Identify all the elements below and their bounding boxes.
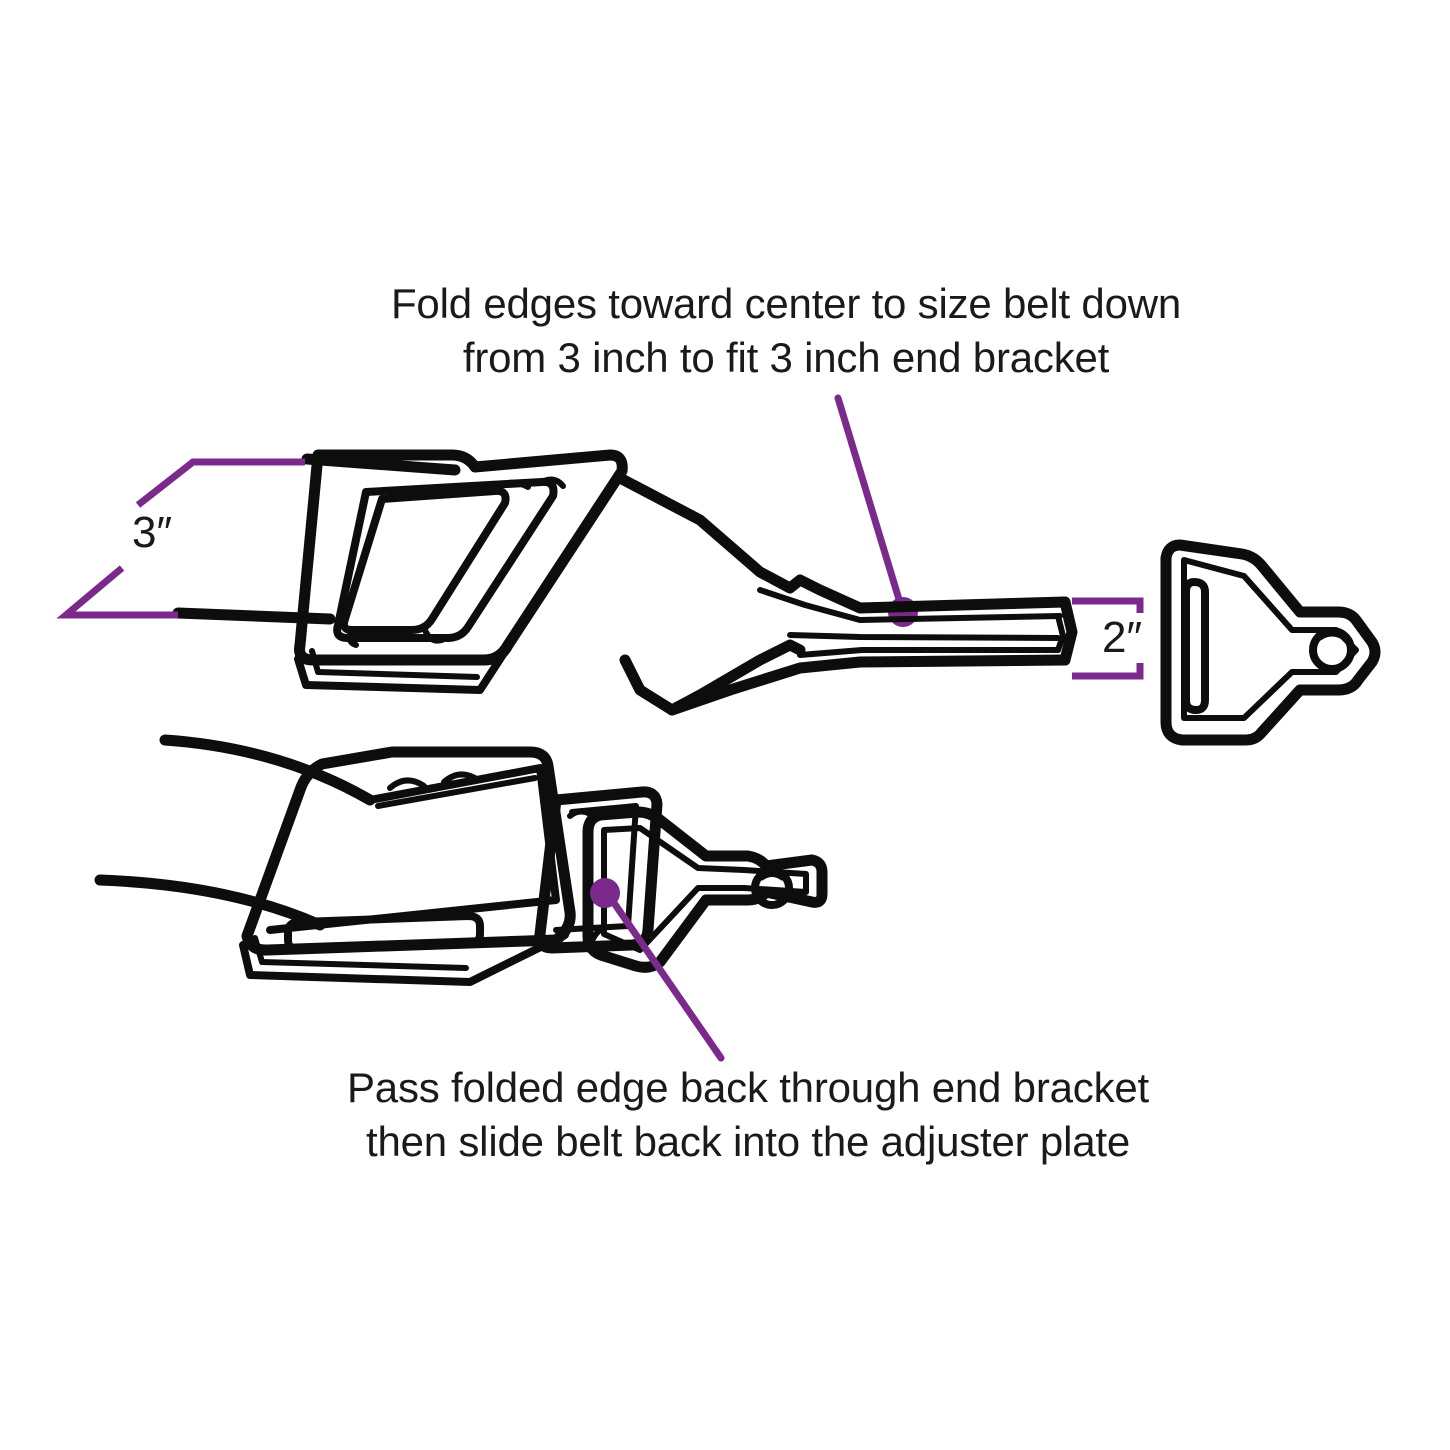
- tapered-webbing-upper: [614, 472, 1078, 716]
- bottom-caption: Pass folded edge back through end bracke…: [347, 1064, 1150, 1165]
- top-caption-line1: Fold edges toward center to size belt do…: [391, 280, 1181, 327]
- top-caption: Fold edges toward center to size belt do…: [391, 280, 1181, 381]
- dimension-2-inch-label: 2″: [1102, 613, 1142, 662]
- bottom-caption-line2: then slide belt back into the adjuster p…: [366, 1118, 1130, 1165]
- bottom-caption-leader: [590, 878, 725, 1062]
- dimension-3-inch-label: 3″: [132, 508, 172, 557]
- webbing-left-lower: [94, 734, 376, 931]
- lower-assembly: [94, 734, 828, 986]
- adjuster-plate-upper: [294, 449, 628, 694]
- bottom-caption-line1: Pass folded edge back through end bracke…: [347, 1064, 1150, 1111]
- adjuster-plate-lower: [239, 746, 576, 986]
- end-bracket-lower: [567, 806, 828, 973]
- end-bracket-upper: [1160, 539, 1381, 746]
- top-caption-leader: [834, 394, 918, 627]
- upper-assembly: 3″ 2″: [56, 449, 1381, 746]
- top-caption-line2: from 3 inch to fit 3 inch end bracket: [463, 334, 1110, 381]
- dimension-3-inch: 3″: [56, 458, 305, 619]
- dimension-2-inch: 2″: [1072, 597, 1144, 680]
